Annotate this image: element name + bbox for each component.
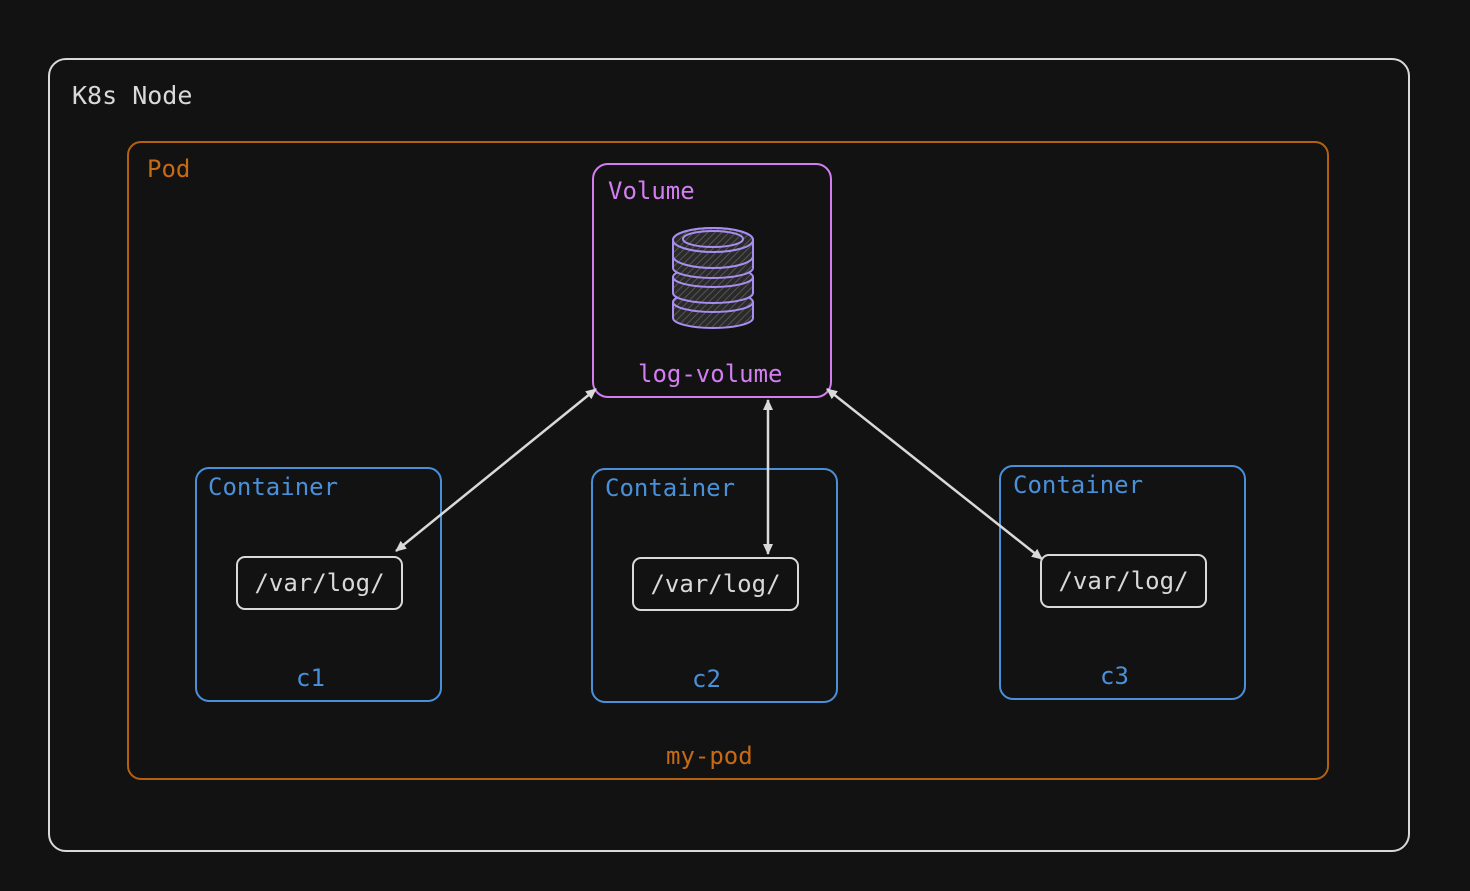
pod-label: Pod [147,155,191,183]
k8s-node-box [48,58,1410,852]
container-c1-name: c1 [296,664,325,692]
container-c2-box [591,468,838,703]
container-c2-label: Container [605,474,736,502]
database-icon [672,227,754,329]
volume-box [592,163,832,398]
pod-box [127,141,1329,780]
pod-name: my-pod [666,742,753,770]
container-c1-path: /var/log/ [236,556,403,610]
container-c2-name: c2 [692,665,721,693]
arrow-volume-c1 [395,388,597,552]
container-c1-label: Container [208,473,339,501]
container-c2-path: /var/log/ [632,557,799,611]
volume-name: log-volume [638,360,783,388]
container-c1-box [195,467,442,702]
container-c3-box [999,465,1246,700]
k8s-node-label: K8s Node [72,81,193,110]
volume-label: Volume [608,177,695,205]
container-c3-path: /var/log/ [1040,554,1207,608]
container-c3-name: c3 [1100,662,1129,690]
arrow-volume-c3 [826,388,1043,560]
